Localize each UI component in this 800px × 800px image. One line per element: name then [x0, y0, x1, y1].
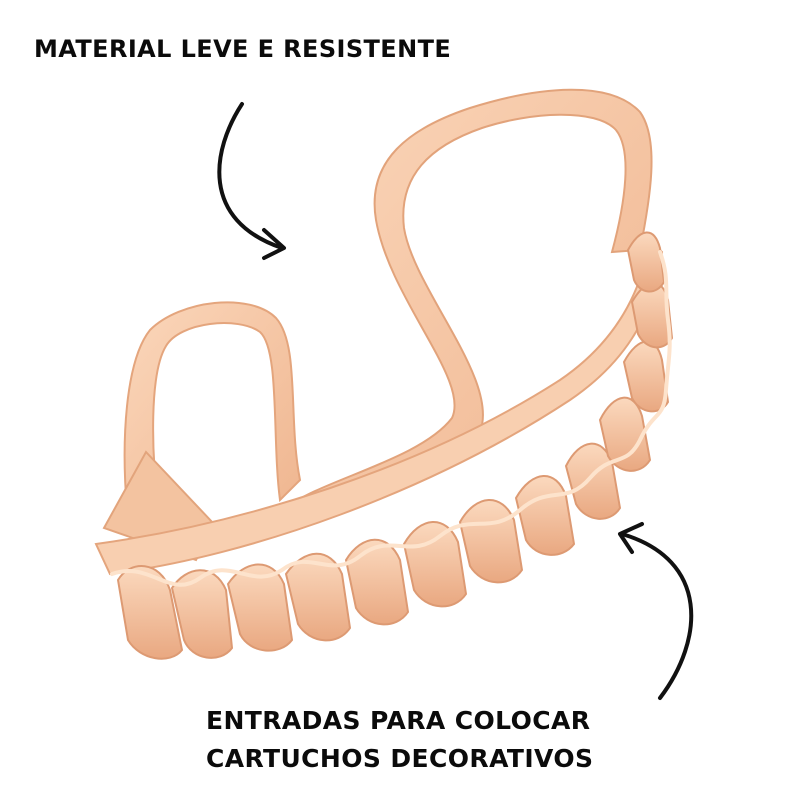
caption-cartridge-slots: ENTRADAS PARA COLOCAR CARTUCHOS DECORATI…: [206, 702, 593, 778]
ruffle-edge-highlight: [110, 250, 672, 587]
caption-line-1: ENTRADAS PARA COLOCAR: [206, 706, 591, 735]
caption-line-2: CARTUCHOS DECORATIVOS: [206, 744, 594, 773]
caption-material: MATERIAL LEVE E RESISTENTE: [34, 35, 452, 63]
ruffle-cartridge-slots: [116, 231, 674, 660]
